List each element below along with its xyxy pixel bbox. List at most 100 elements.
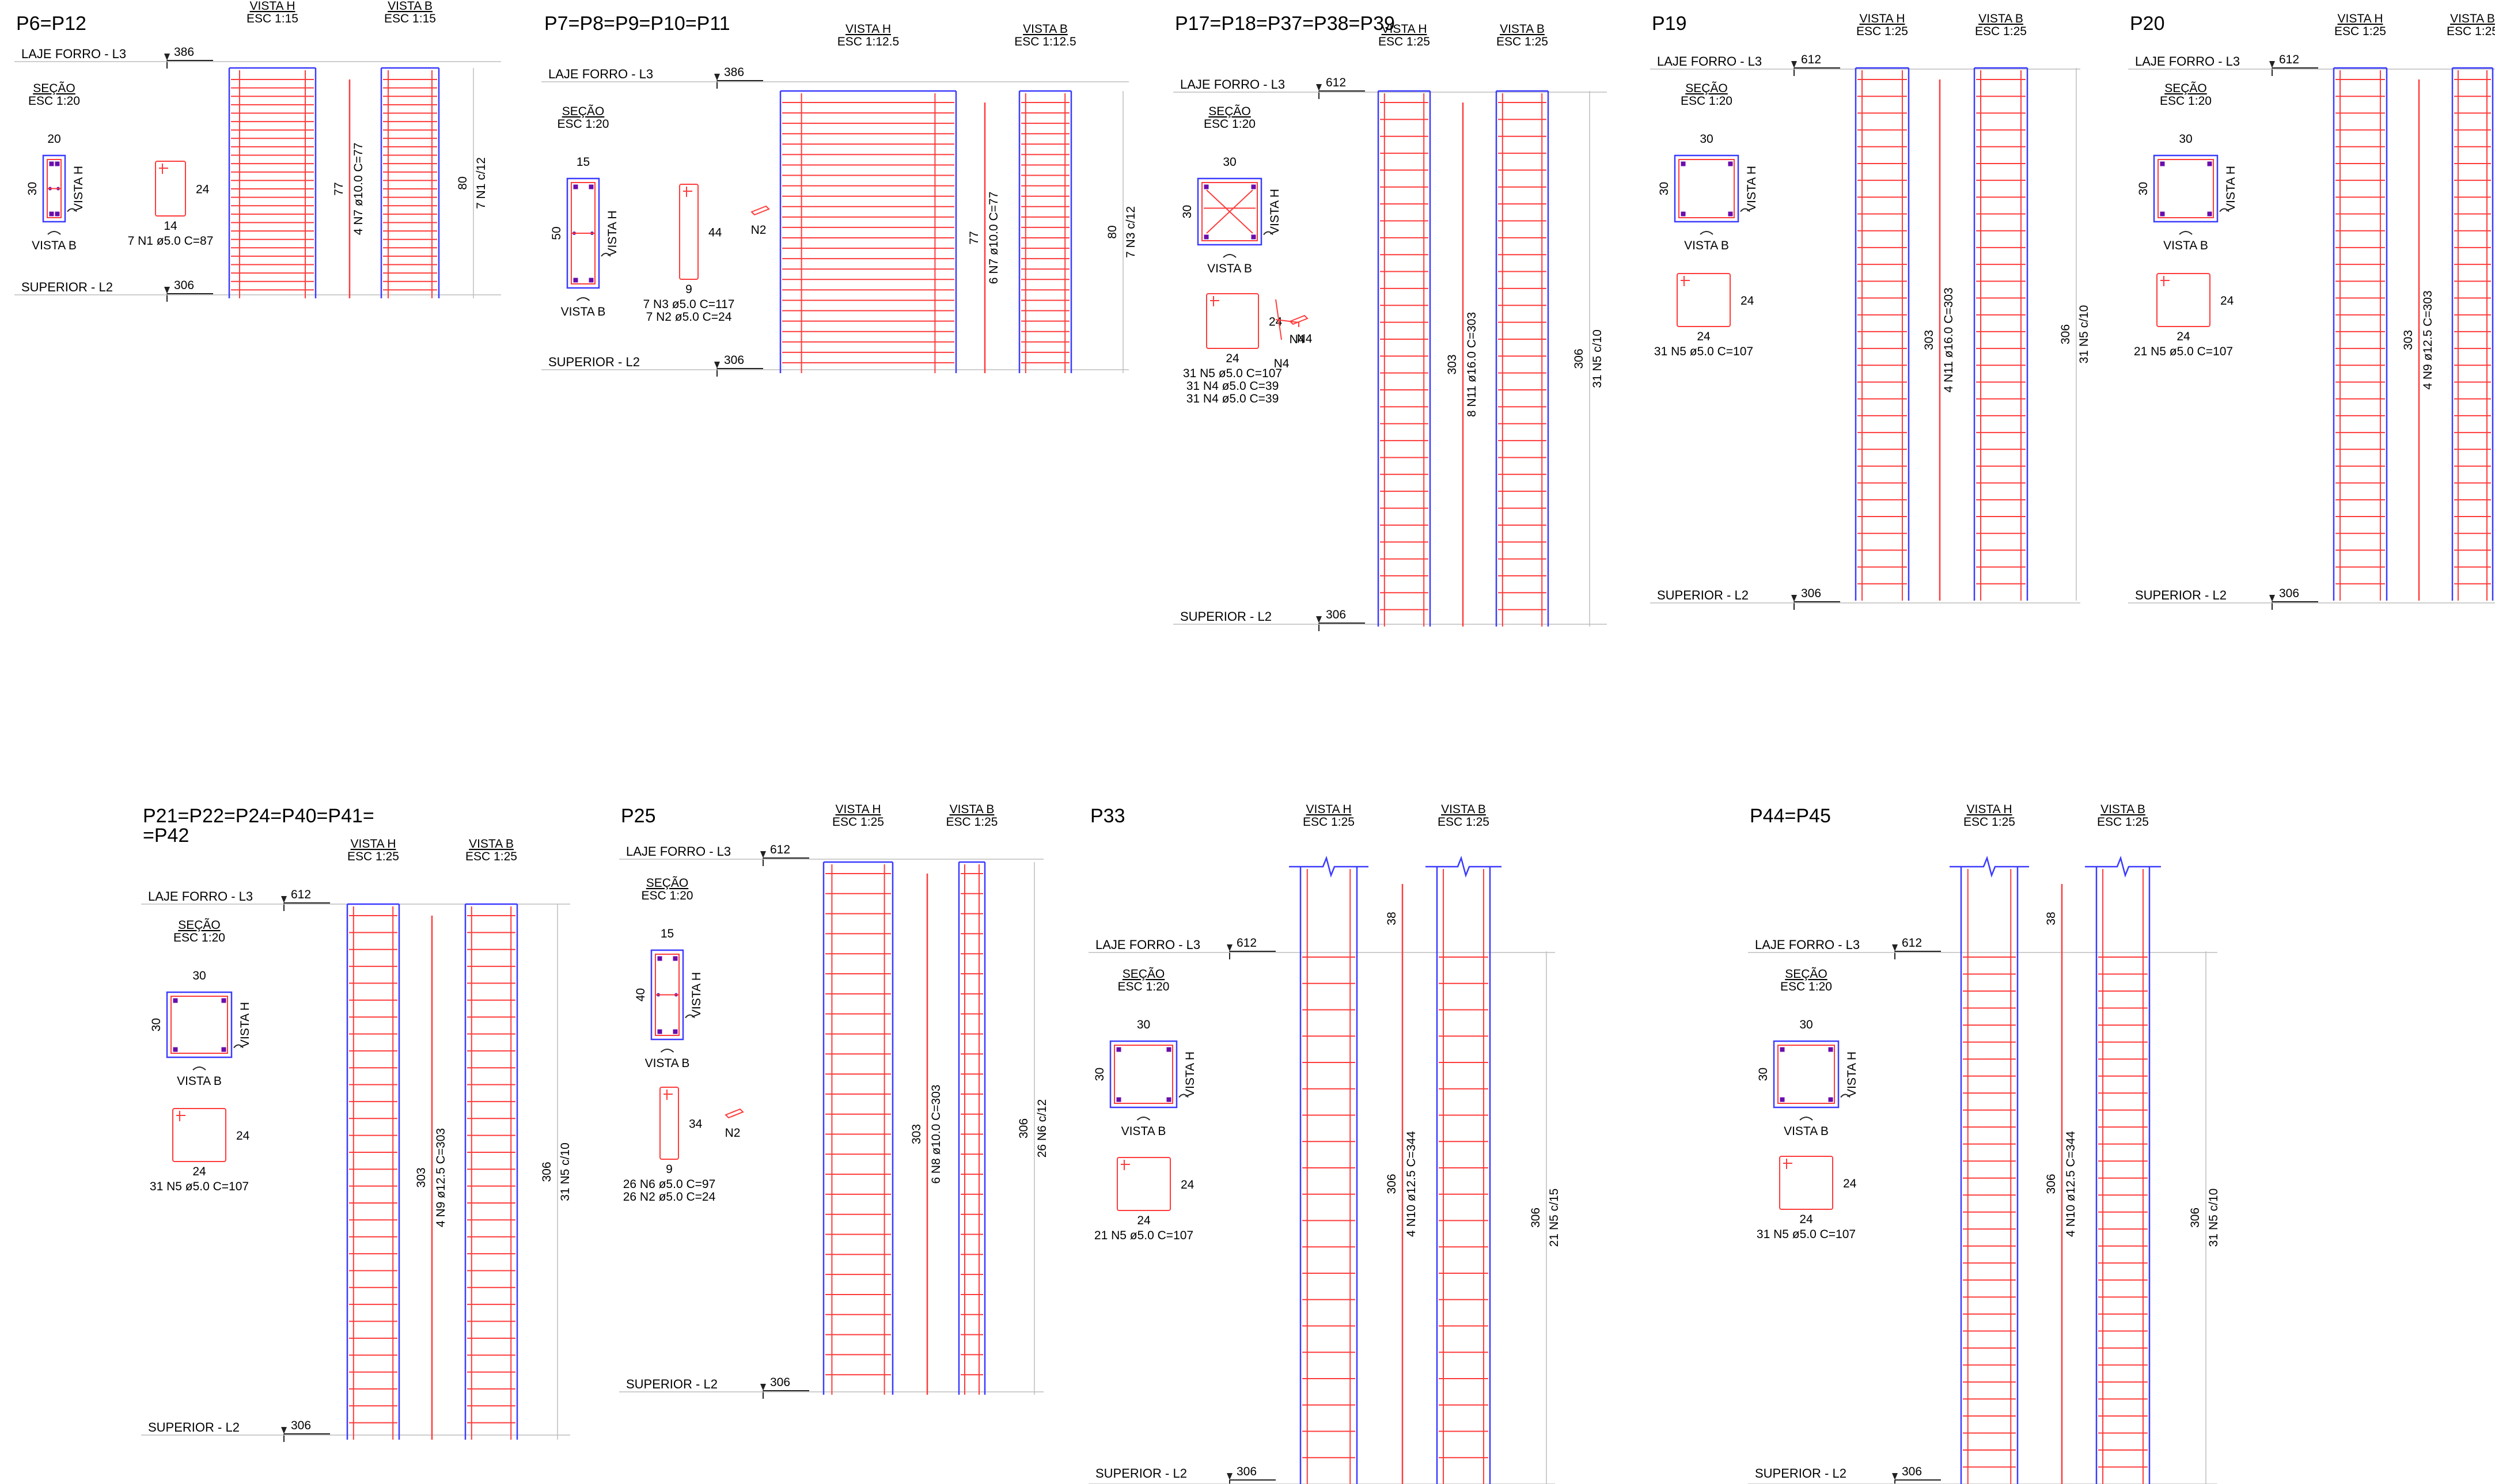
lap-length: 38 (1385, 912, 1398, 925)
break-line-icon (2085, 856, 2161, 878)
section-bar-corner (1116, 1047, 1121, 1052)
section-stirrup (1678, 159, 1735, 218)
pillar-title: P19 (1652, 13, 1687, 35)
section-scale: ESC 1:20 (558, 117, 609, 131)
stirrup-dim-b: 14 (164, 219, 177, 233)
spacing-length: 80 (456, 176, 469, 189)
stirrup-dim-a: 24 (196, 183, 210, 196)
section-stirrup (571, 182, 596, 284)
vista-b-arrow-icon (192, 1066, 206, 1071)
section-width-dim: 20 (47, 132, 60, 146)
section-vista-h: VISTA H (1845, 1052, 1859, 1097)
section-vista-h: VISTA H (606, 211, 619, 256)
level-label-laje: LAJE FORRO - L3 (1657, 54, 1762, 69)
hook-label: N4 (1297, 332, 1313, 346)
level-marker-bottom: 306 (1316, 608, 1365, 631)
section-scale: ESC 1:20 (2160, 94, 2212, 108)
vista-h-arrow-icon (1840, 1094, 1851, 1098)
view-b-elevation (958, 861, 986, 1395)
level-arrow-icon (760, 851, 766, 858)
section-scale: ESC 1:20 (1118, 980, 1170, 993)
level-label-laje: LAJE FORRO - L3 (548, 67, 653, 81)
section-title: SEÇÃO (1208, 104, 1251, 118)
section-stirrup (1201, 182, 1258, 241)
level-marker-top: 612 (1892, 936, 1941, 959)
stirrup-note: 31 N5 ø5.0 C=107 (1654, 345, 1753, 358)
section-outline (1197, 177, 1262, 246)
long-bar-spec: 4 N9 ø12.5 C=303 (2421, 290, 2435, 389)
long-bar-length: 77 (332, 182, 346, 195)
spacing-length: 306 (1572, 348, 1586, 369)
level-label-laje: LAJE FORRO - L3 (1180, 77, 1285, 92)
pillar-title: P33 (1090, 805, 1125, 827)
level-label-laje: LAJE FORRO - L3 (1755, 938, 1860, 952)
level-label-superior: SUPERIOR - L2 (626, 1377, 718, 1391)
stirrup-dim-b: 9 (685, 283, 692, 296)
section-outline (566, 177, 600, 289)
section-bar-corner (1204, 184, 1209, 189)
section-width-dim: 30 (1137, 1018, 1150, 1031)
view-h-title: VISTA H (1860, 12, 1905, 25)
stirrup-shape (1677, 273, 1731, 327)
pillar-title: P25 (621, 805, 656, 827)
section-bar-corner (657, 1029, 662, 1034)
hook-label: N4 (1290, 333, 1305, 346)
vista-b-arrow-icon (1799, 1117, 1813, 1121)
stirrup-note: 26 N2 ø5.0 C=24 (623, 1190, 716, 1204)
level-arrow-icon (164, 54, 170, 60)
section-bar-corner (1251, 234, 1256, 240)
level-marker-top: 612 (2269, 53, 2318, 76)
section-bar-corner (1728, 211, 1733, 217)
level-value: 306 (1326, 608, 1346, 621)
view-b-title: VISTA B (1500, 22, 1545, 36)
view-b-title: VISTA B (1441, 803, 1486, 816)
view-h-elevation (2333, 67, 2388, 601)
section-height-dim: 30 (1181, 205, 1194, 218)
long-bar-length: 303 (1446, 354, 1459, 374)
long-bar-spec: 8 N11 ø16.0 C=303 (1465, 312, 1478, 417)
stirrup-dim-b: 24 (1137, 1214, 1151, 1227)
view-h-elevation (1855, 67, 1910, 601)
view-b-title: VISTA B (1023, 22, 1068, 36)
section-title: SEÇÃO (646, 876, 689, 890)
section-outline (42, 154, 66, 223)
section-vista-b: VISTA B (561, 305, 606, 318)
view-h-scale: ESC 1:12.5 (837, 35, 899, 48)
level-value: 386 (724, 66, 744, 79)
section-bar-corner (1204, 234, 1209, 240)
section-vista-h: VISTA H (690, 972, 703, 1018)
long-bar-length: 303 (415, 1167, 428, 1187)
view-h-title: VISTA H (351, 837, 396, 851)
section-tie (1206, 189, 1253, 234)
hook-label: N2 (751, 223, 767, 237)
level-arrow-icon (1316, 84, 1322, 91)
break-line-icon (1289, 856, 1368, 878)
section-bar-corner (2160, 161, 2165, 166)
section-width-dim: 30 (1799, 1018, 1813, 1031)
hook-bar-shape (725, 1108, 744, 1119)
section-bar-corner (657, 956, 662, 961)
vista-b-arrow-icon (1223, 254, 1237, 258)
level-label-laje: LAJE FORRO - L3 (1095, 938, 1200, 952)
section-bar-corner (1166, 1097, 1171, 1102)
hook-bar-shape (1275, 299, 1299, 340)
section-outline (2153, 154, 2219, 223)
stirrup-note: 21 N5 ø5.0 C=107 (1094, 1229, 1193, 1242)
section-stirrup (655, 954, 680, 1036)
level-label-superior: SUPERIOR - L2 (1657, 588, 1749, 602)
spacing-spec: 31 N5 c/10 (559, 1143, 572, 1201)
section-bar-corner (49, 211, 54, 217)
pillar-title: P44=P45 (1750, 805, 1831, 827)
stirrup-dim-a: 44 (708, 226, 722, 240)
section-vista-b: VISTA B (2163, 239, 2208, 252)
vista-h-arrow-icon (1263, 231, 1273, 236)
section-title: SEÇÃO (1785, 967, 1827, 981)
section-vista-h: VISTA H (238, 1002, 252, 1047)
stirrup-note: 31 N5 ø5.0 C=107 (150, 1180, 249, 1193)
level-marker-bottom: 306 (164, 279, 213, 302)
